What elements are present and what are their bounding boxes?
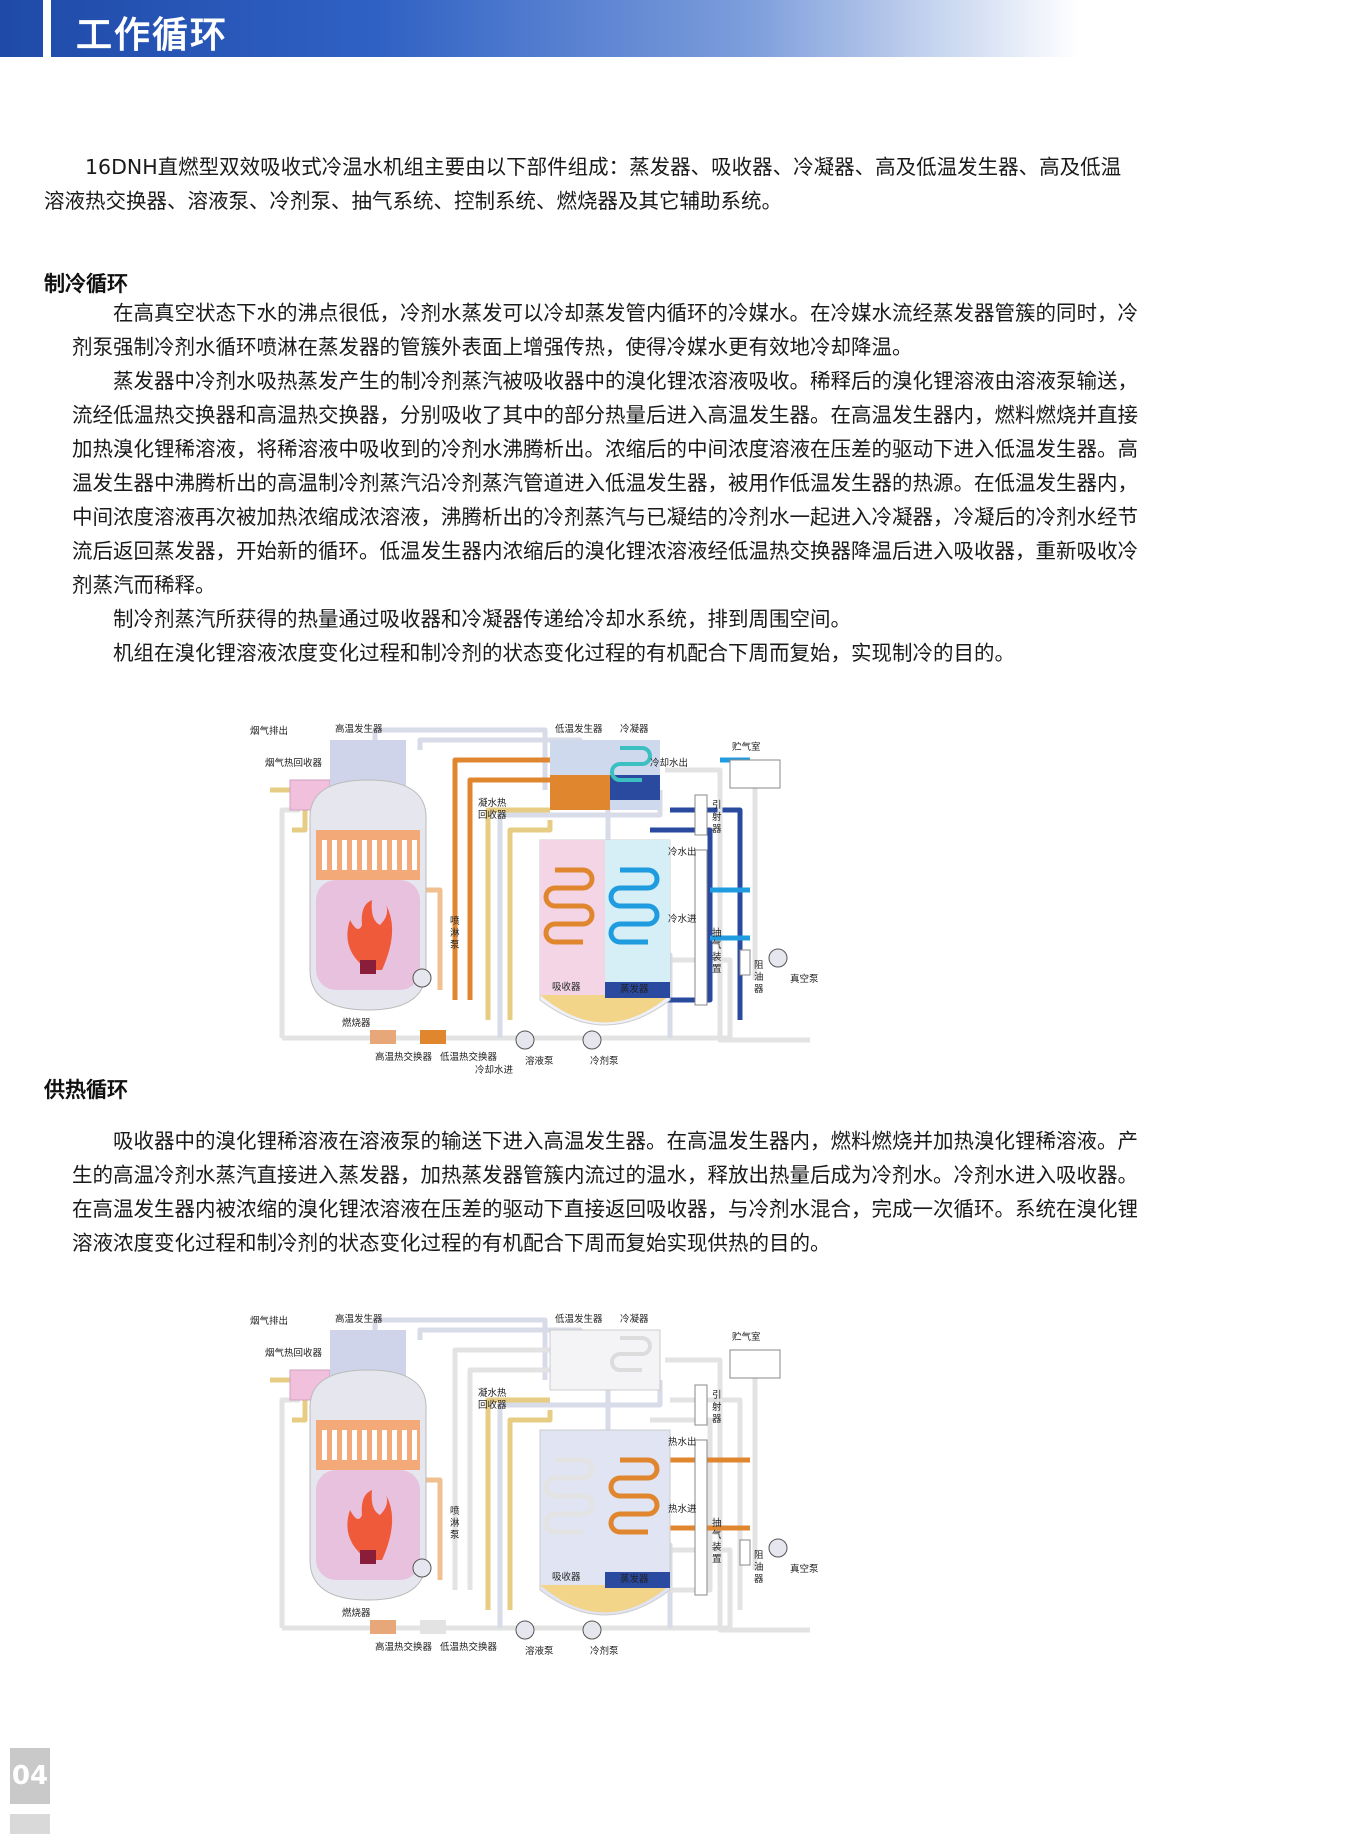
label-ejector-1: 引 [712, 1390, 722, 1401]
label-refrigerant-pump: 冷剂泵 [590, 1645, 619, 1657]
label-chilled-water-out: 冷水出 [668, 846, 697, 858]
label-gas-reservoir: 贮气室 [732, 741, 761, 753]
label-condenser: 冷凝器 [620, 723, 649, 735]
label-trap-1: 阻 [754, 960, 764, 971]
label-trap-3: 器 [754, 984, 764, 995]
label-cooling-water-in: 冷却水进 [475, 1064, 514, 1076]
label-condenser: 冷凝器 [620, 1313, 649, 1325]
label-purge-1: 抽 [712, 927, 722, 939]
cooling-paragraph-4: 机组在溴化锂溶液浓度变化过程和制冷剂的状态变化过程的有机配合下周而复始，实现制冷… [113, 641, 1015, 665]
label-purge-3: 装 [712, 1541, 722, 1553]
label-purge-2: 气 [712, 1529, 722, 1541]
label-spray-pump-2: 淋 [450, 927, 460, 939]
label-spray-pump-1: 喷 [450, 1506, 460, 1517]
page-number: 04 [10, 1748, 50, 1804]
label-refrigerant-pump: 冷剂泵 [590, 1055, 619, 1067]
heating-cycle-diagram: 烟气排出 高温发生器 烟气热回收器 低温发生器 冷凝器 贮气室 凝水热 回收器 … [250, 1313, 819, 1657]
label-ejector-2: 射 [712, 1401, 722, 1413]
label-flue-exhaust: 烟气排出 [250, 1315, 288, 1327]
label-spray-pump-3: 泵 [450, 940, 460, 951]
label-hp-generator: 高温发生器 [335, 1313, 383, 1325]
label-purge-3: 装 [712, 951, 722, 963]
label-flue-heat-recovery: 烟气热回收器 [265, 1347, 323, 1359]
cooling-paragraph-1: 在高真空状态下水的沸点很低，冷剂水蒸发可以冷却蒸发管内循环的冷媒水。在冷媒水流经… [72, 301, 1138, 359]
header-accent-stripe [43, 0, 51, 57]
label-evaporator: 蒸发器 [620, 983, 649, 995]
label-hp-hx: 高温热交换器 [375, 1641, 433, 1653]
label-absorber: 吸收器 [552, 981, 581, 993]
label-lp-hx: 低温热交换器 [440, 1641, 498, 1653]
intro-paragraph: 16DNH直燃型双效吸收式冷温水机组主要由以下部件组成：蒸发器、吸收器、冷凝器、… [44, 155, 1122, 213]
cooling-paragraph-3: 制冷剂蒸汽所获得的热量通过吸收器和冷凝器传递给冷却水系统，排到周围空间。 [113, 607, 851, 631]
label-purge-4: 置 [712, 1554, 722, 1565]
label-condensate-recovery-1: 凝水热 [478, 797, 507, 809]
label-trap-1: 阻 [754, 1550, 764, 1561]
label-trap-2: 油 [754, 971, 764, 983]
label-solution-pump: 溶液泵 [525, 1055, 554, 1067]
label-burner: 燃烧器 [342, 1017, 371, 1029]
cooling-paragraph-2: 蒸发器中冷剂水吸热蒸发产生的制冷剂蒸汽被吸收器中的溴化锂浓溶液吸收。稀释后的溴化… [72, 369, 1138, 597]
label-hot-water-out: 热水出 [668, 1436, 697, 1448]
label-spray-pump-3: 泵 [450, 1530, 460, 1541]
label-hot-water-in: 热水进 [668, 1503, 697, 1515]
label-purge-4: 置 [712, 964, 722, 975]
label-trap-3: 器 [754, 1574, 764, 1585]
label-spray-pump-2: 淋 [450, 1517, 460, 1529]
label-lp-generator: 低温发生器 [555, 1313, 603, 1325]
label-hp-hx: 高温热交换器 [375, 1051, 433, 1063]
label-absorber: 吸收器 [552, 1571, 581, 1583]
label-condensate-recovery-2: 回收器 [478, 1399, 507, 1411]
label-purge-1: 抽 [712, 1517, 722, 1529]
label-cooling-water-out: 冷却水出 [650, 757, 688, 769]
section-header-bar: 工作循环 [0, 0, 1080, 57]
page-corner-tab [10, 1814, 50, 1834]
label-spray-pump-1: 喷 [450, 916, 460, 927]
label-hp-generator: 高温发生器 [335, 723, 383, 735]
heating-cycle-heading: 供热循环 [44, 1078, 128, 1102]
label-condensate-recovery-1: 凝水热 [478, 1387, 507, 1399]
label-vacuum-pump: 真空泵 [790, 973, 819, 985]
label-evaporator: 蒸发器 [620, 1573, 649, 1585]
heating-paragraph-1: 吸收器中的溴化锂稀溶液在溶液泵的输送下进入高温发生器。在高温发生器内，燃料燃烧并… [72, 1129, 1138, 1255]
label-ejector-3: 器 [712, 1414, 722, 1425]
label-burner: 燃烧器 [342, 1607, 371, 1619]
label-flue-exhaust: 烟气排出 [250, 725, 288, 737]
label-chilled-water-in: 冷水进 [668, 913, 697, 925]
label-flue-heat-recovery: 烟气热回收器 [265, 757, 323, 769]
label-condensate-recovery-2: 回收器 [478, 809, 507, 821]
cooling-cycle-heading: 制冷循环 [44, 272, 128, 296]
label-ejector-2: 射 [712, 811, 722, 823]
label-purge-2: 气 [712, 939, 722, 951]
label-lp-hx: 低温热交换器 [440, 1051, 498, 1063]
label-solution-pump: 溶液泵 [525, 1645, 554, 1657]
page-title: 工作循环 [76, 15, 229, 56]
label-ejector-3: 器 [712, 824, 722, 835]
label-ejector-1: 引 [712, 800, 722, 811]
label-lp-generator: 低温发生器 [555, 723, 603, 735]
label-trap-2: 油 [754, 1561, 764, 1573]
cooling-cycle-diagram: 烟气排出 高温发生器 烟气热回收器 低温发生器 冷凝器 冷却水出 贮气室 凝水热… [250, 723, 819, 1076]
label-vacuum-pump: 真空泵 [790, 1563, 819, 1575]
label-gas-reservoir: 贮气室 [732, 1331, 761, 1343]
